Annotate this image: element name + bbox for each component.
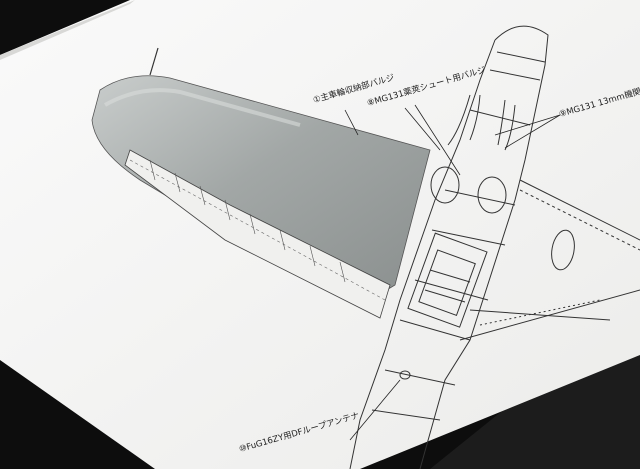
- paper-sheet-under: [0, 0, 135, 60]
- right-wing: [459, 179, 640, 341]
- left-wing: [91, 47, 431, 319]
- leader-lines: [344, 104, 561, 441]
